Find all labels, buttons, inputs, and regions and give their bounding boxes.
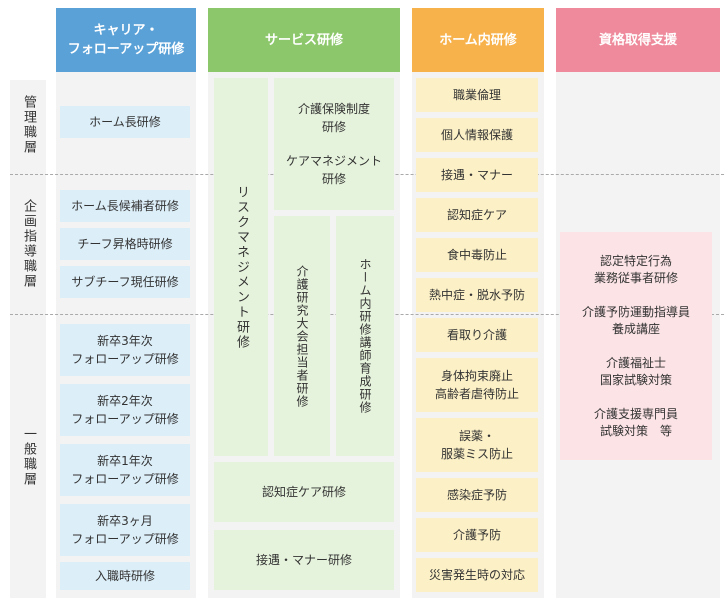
career-item: ホーム長候補者研修 xyxy=(60,190,190,222)
home-item: 災害発生時の対応 xyxy=(416,558,538,592)
level-general: 一般職層 xyxy=(21,427,36,487)
service-insurance-group xyxy=(274,78,394,210)
career-item: チーフ昇格時研修 xyxy=(60,228,190,260)
career-item: 新卒3ヶ月 フォローアップ研修 xyxy=(60,504,190,556)
service-caremanagement: ケアマネジメント 研修 xyxy=(285,154,382,186)
home-item: 職業倫理 xyxy=(416,78,538,112)
home-item: 個人情報保護 xyxy=(416,118,538,152)
level-column xyxy=(10,80,46,598)
home-item: 認知症ケア xyxy=(416,198,538,232)
header-home: ホーム内研修 xyxy=(412,8,544,72)
home-item: 身体拘束廃止 高齢者虐待防止 xyxy=(416,358,538,412)
service-insurance: 介護保険制度 研修 xyxy=(297,102,370,134)
career-item: 新卒3年次 フォローアップ研修 xyxy=(60,324,190,376)
home-item: 介護予防 xyxy=(416,518,538,552)
career-item: サブチーフ現任研修 xyxy=(60,266,190,298)
service-dementia: 認知症ケア研修 xyxy=(214,462,394,522)
home-item: 熱中症・脱水予防 xyxy=(416,278,538,312)
service-risk-management: リスクマネジメント研修 xyxy=(214,78,268,456)
header-career: キャリア・ フォローアップ研修 xyxy=(56,8,196,72)
career-item: 新卒1年次 フォローアップ研修 xyxy=(60,444,190,496)
level-management: 管理職層 xyxy=(21,95,36,155)
service-manners: 接遇・マナー研修 xyxy=(214,530,394,590)
home-item: 看取り介護 xyxy=(416,318,538,352)
level-planning: 企画指導職層 xyxy=(21,199,36,289)
service-research: 介護研究大会担当者研修 xyxy=(274,216,330,456)
home-item: 感染症予防 xyxy=(416,478,538,512)
home-item: 接遇・マナー xyxy=(416,158,538,192)
career-item: 入職時研修 xyxy=(60,562,190,590)
career-item: 新卒2年次 フォローアップ研修 xyxy=(60,384,190,436)
home-item: 食中毒防止 xyxy=(416,238,538,272)
header-service: サービス研修 xyxy=(208,8,400,72)
service-instructor: ホーム内研修講師育成研修 xyxy=(336,216,394,456)
home-item: 誤薬・ 服薬ミス防止 xyxy=(416,418,538,472)
qualification-list: 認定特定行為 業務従事者研修 介護予防運動指導員 養成講座 介護福祉士 国家試験… xyxy=(560,232,712,460)
career-item: ホーム長研修 xyxy=(60,106,190,138)
header-qualification: 資格取得支援 xyxy=(556,8,720,72)
